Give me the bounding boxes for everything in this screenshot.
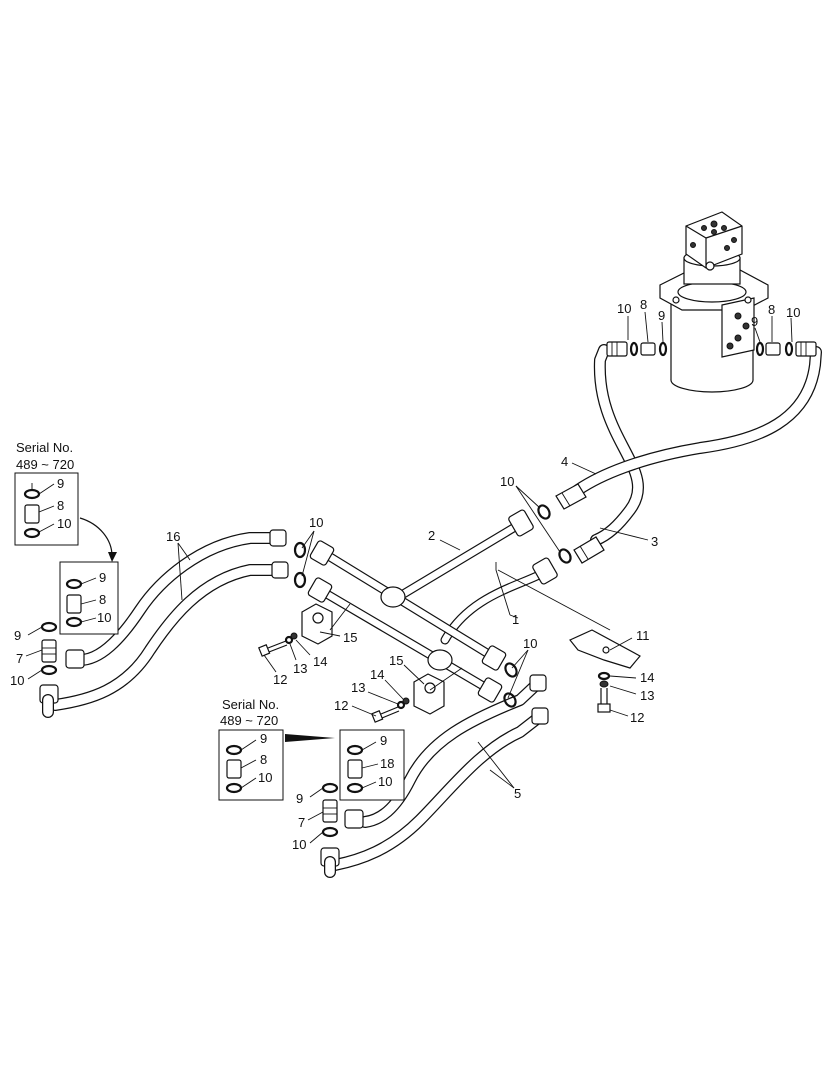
callout-8: 8 — [640, 297, 647, 312]
callout-12: 12 — [630, 710, 644, 725]
callout-14: 14 — [370, 667, 384, 682]
callout-13: 13 — [640, 688, 654, 703]
callout-10: 10 — [617, 301, 631, 316]
hose-4 — [572, 346, 822, 496]
bottom-fitting-stack — [321, 782, 339, 838]
callout-10: 10 — [292, 837, 306, 852]
callout-10: 10 — [786, 305, 800, 320]
callout-15: 15 — [389, 653, 403, 668]
hose-3-4-end-fittings — [537, 483, 605, 564]
callout-8: 8 — [99, 592, 106, 607]
callout-1: 1 — [512, 612, 519, 627]
serial-headings: Serial No. 489 ~ 720 Serial No. 489 ~ 72… — [16, 440, 279, 728]
callout-13: 13 — [293, 661, 307, 676]
callout-10: 10 — [258, 770, 272, 785]
bolt-12-left — [258, 632, 298, 657]
callout-7: 7 — [16, 651, 23, 666]
pipe-upper-manifold — [309, 540, 507, 671]
swivel-joint — [659, 211, 769, 393]
pipe-1 — [440, 557, 558, 645]
callout-13: 13 — [351, 680, 365, 695]
callout-10: 10 — [10, 673, 24, 688]
serial-title-left: Serial No. — [16, 440, 73, 455]
leader-lines — [25, 311, 793, 844]
hose-3 — [590, 344, 644, 546]
callout-10: 10 — [378, 774, 392, 789]
callout-10: 10 — [523, 636, 537, 651]
clamp-15-right — [413, 673, 445, 715]
clamp-15-left — [301, 603, 333, 645]
pipe-2 — [395, 509, 534, 601]
callout-14: 14 — [313, 654, 327, 669]
callout-9: 9 — [751, 314, 758, 329]
callout-2: 2 — [428, 528, 435, 543]
hose-16 — [39, 529, 289, 718]
bottom-manifold-orings — [503, 662, 518, 708]
callout-16: 16 — [166, 529, 180, 544]
callout-10: 10 — [309, 515, 323, 530]
callout-9: 9 — [99, 570, 106, 585]
callout-10: 10 — [500, 474, 514, 489]
callout-5: 5 — [514, 786, 521, 801]
callout-7: 7 — [298, 815, 305, 830]
left-manifold-orings — [293, 541, 307, 589]
callout-9: 9 — [380, 733, 387, 748]
callout-9: 9 — [296, 791, 303, 806]
bolt-12-right — [597, 671, 611, 713]
callout-11: 11 — [636, 628, 650, 643]
swivel-hose-fittings — [606, 341, 817, 357]
callout-8: 8 — [57, 498, 64, 513]
callout-10: 10 — [97, 610, 111, 625]
callout-4: 4 — [561, 454, 568, 469]
bolt-12-center — [371, 697, 410, 723]
left-fitting-stack — [40, 621, 58, 676]
callout-10: 10 — [57, 516, 71, 531]
serial-box-left-new — [59, 517, 119, 635]
callout-8: 8 — [768, 302, 775, 317]
hose-5 — [320, 674, 549, 878]
serial-range-bottom: 489 ~ 720 — [220, 713, 278, 728]
serial-box-bottom-new — [339, 729, 405, 801]
callout-18: 18 — [380, 756, 394, 771]
callout-9: 9 — [658, 308, 665, 323]
callout-14: 14 — [640, 670, 654, 685]
callout-12: 12 — [334, 698, 348, 713]
callout-labels: 10 8 9 9 8 10 4 3 10 2 1 11 14 13 12 16 … — [10, 297, 800, 852]
serial-range-left: 489 ~ 720 — [16, 457, 74, 472]
callout-9: 9 — [57, 476, 64, 491]
callout-9: 9 — [14, 628, 21, 643]
serial-box-bottom-old — [218, 729, 335, 801]
callout-3: 3 — [651, 534, 658, 549]
plate-11 — [569, 629, 641, 669]
serial-title-bottom: Serial No. — [222, 697, 279, 712]
callout-8: 8 — [260, 752, 267, 767]
callout-9: 9 — [260, 731, 267, 746]
callout-12: 12 — [273, 672, 287, 687]
callout-15: 15 — [343, 630, 357, 645]
